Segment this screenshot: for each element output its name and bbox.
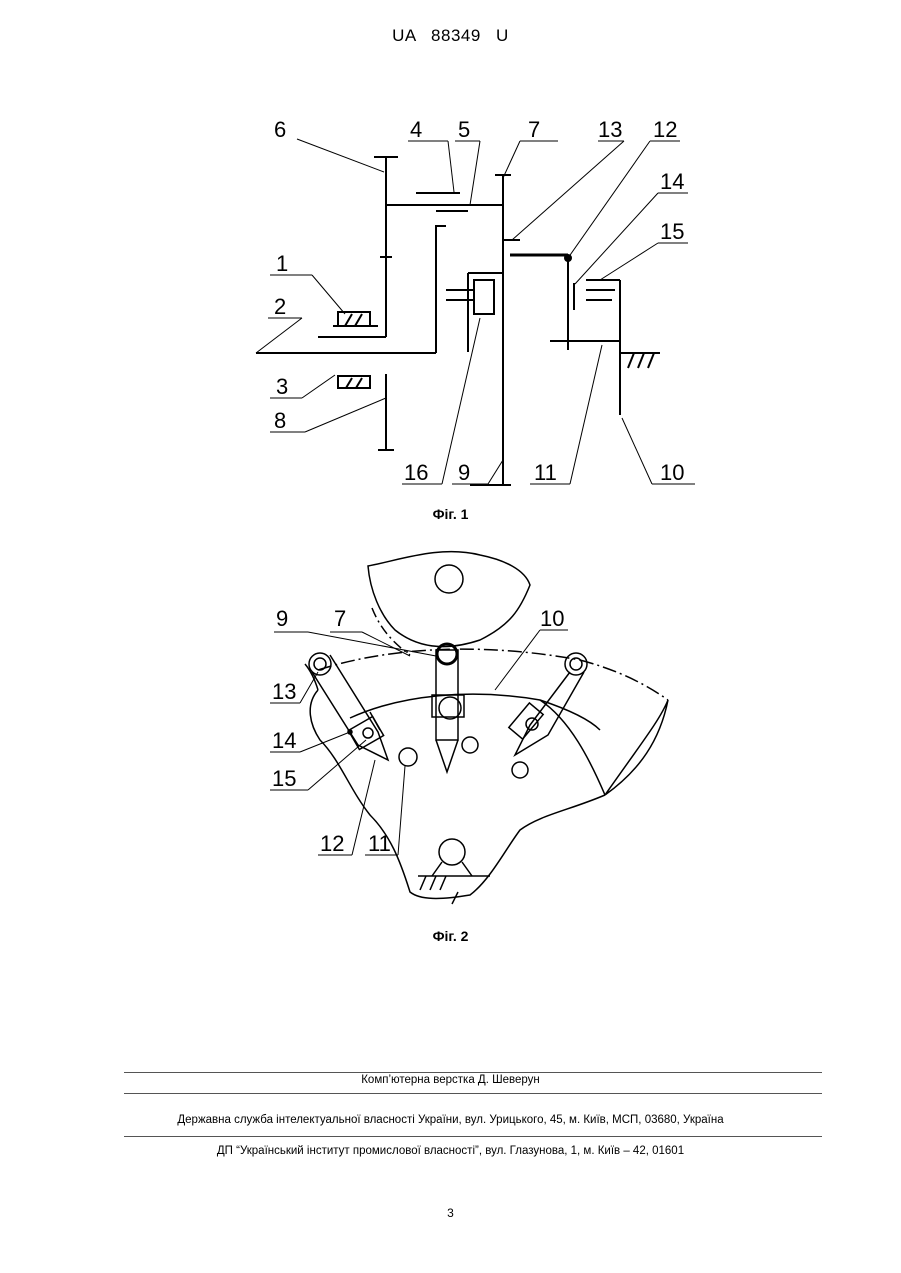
fig1-label-12: 12 [653,117,677,142]
fig1-label-16: 16 [404,460,428,485]
page-number: 3 [0,1206,901,1220]
fig1-label-2: 2 [274,294,286,319]
fig1-label-11: 11 [534,460,557,485]
agency-address: Державна служба інтелектуальної власност… [0,1114,901,1126]
figure-2-caption: Фіг. 2 [0,928,901,944]
fig1-label-1: 1 [276,251,288,276]
fig1-label-7: 7 [528,117,540,142]
fig1-label-4: 4 [410,117,422,142]
fig1-label-3: 3 [276,374,288,399]
fig1-label-8: 8 [274,408,286,433]
fig2-label-9: 9 [276,606,288,631]
fig1-label-13: 13 [598,117,622,142]
fig2-label-14: 14 [272,728,296,753]
figure-1-labels: 6 4 5 7 13 12 14 15 1 2 3 8 16 9 11 10 [274,117,684,485]
fig1-label-6: 6 [274,117,286,142]
figure-2-drawing: 9 7 10 13 14 15 12 11 [0,530,901,930]
layout-credit: Комп’ютерна верстка Д. Шеверун [0,1074,901,1086]
institute-address: ДП “Український інститут промислової вла… [0,1145,901,1157]
fig2-label-12: 12 [320,831,344,856]
footer-divider [124,1093,822,1094]
fig2-label-13: 13 [272,679,296,704]
fig1-label-5: 5 [458,117,470,142]
footer-divider [124,1072,822,1073]
figure-1-caption: Фіг. 1 [0,506,901,522]
fig2-label-7: 7 [334,606,346,631]
fig2-label-11: 11 [368,831,391,856]
fig2-label-15: 15 [272,766,296,791]
fig1-label-9: 9 [458,460,470,485]
fig2-label-10: 10 [540,606,564,631]
figure-1-drawing: 6 4 5 7 13 12 14 15 1 2 3 8 16 9 11 10 [0,0,901,510]
footer-divider [124,1136,822,1137]
fig1-label-14: 14 [660,169,684,194]
fig1-label-15: 15 [660,219,684,244]
fig1-label-10: 10 [660,460,684,485]
